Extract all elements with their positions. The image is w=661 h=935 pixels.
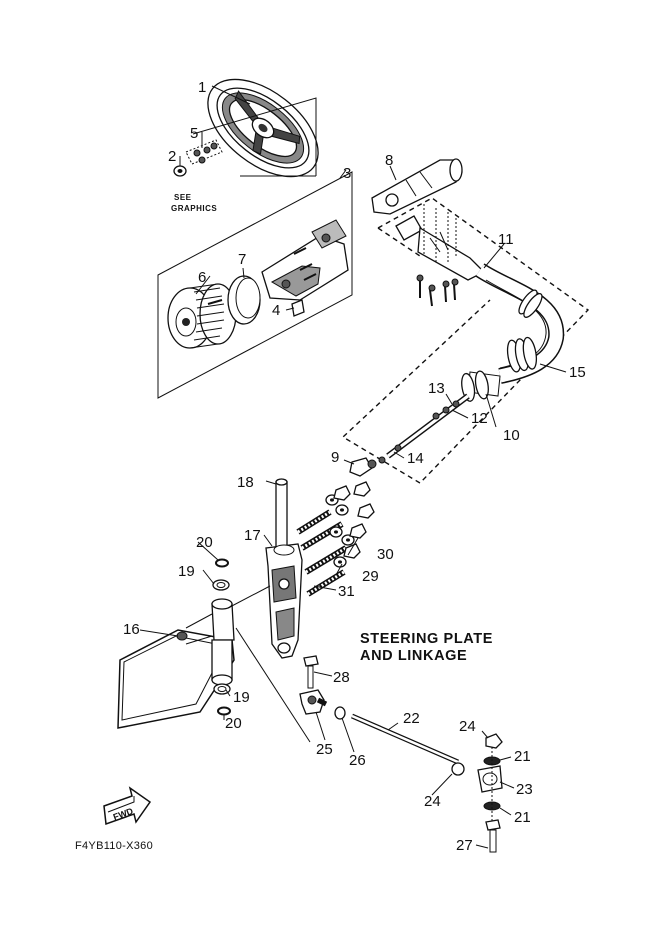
drawing-code: F4YB110-X360 [75, 840, 153, 852]
callout-17: 17 [244, 527, 261, 544]
callout-4: 4 [272, 302, 280, 319]
helm-unit [167, 219, 349, 349]
callout-8: 8 [385, 152, 393, 169]
linkage-rod [299, 689, 465, 776]
steering-cable [349, 204, 565, 477]
see-text: SEE [174, 193, 192, 202]
callout-15: 15 [569, 364, 586, 381]
bolt-28 [303, 655, 319, 689]
callout-21b: 21 [514, 809, 531, 826]
steering-arm [265, 478, 303, 659]
helm-frame [157, 171, 353, 399]
callout-30: 30 [377, 546, 394, 563]
forward-arrow-icon: FWD [103, 786, 152, 826]
cable-end [371, 158, 463, 215]
rod-end [477, 733, 503, 853]
callout-20a: 20 [196, 534, 213, 551]
callout-18: 18 [237, 474, 254, 491]
callout-27: 27 [456, 837, 473, 854]
callout-25: 25 [316, 741, 333, 758]
callout-9: 9 [331, 449, 339, 466]
leader-lines [139, 85, 567, 849]
diagram-title-line1: STEERING PLATE [360, 631, 493, 647]
callout-6: 6 [198, 269, 206, 286]
callout-10: 10 [503, 427, 520, 444]
callout-24a: 24 [459, 718, 476, 735]
callout-11: 11 [498, 231, 514, 248]
callout-19a: 19 [178, 563, 195, 580]
callout-labels: 1 5 2 SEE GRAPHICS 3 8 11 7 6 4 15 13 12… [75, 79, 586, 854]
washers-19-20 [212, 558, 231, 716]
callout-1: 1 [198, 79, 206, 96]
studs [296, 509, 348, 597]
callout-12: 12 [471, 410, 488, 427]
callout-3: 3 [343, 165, 351, 182]
callout-28: 28 [333, 669, 350, 686]
callout-13: 13 [428, 380, 445, 397]
callout-20b: 20 [225, 715, 242, 732]
callout-31: 31 [338, 583, 355, 600]
callout-26: 26 [349, 752, 366, 769]
callout-5: 5 [190, 125, 198, 142]
nut-washer-kit [173, 139, 223, 177]
callout-19b: 19 [233, 689, 250, 706]
callout-7: 7 [238, 251, 246, 268]
diagram-title-line2: AND LINKAGE [360, 648, 467, 664]
washers-and-nuts [325, 481, 375, 568]
callout-23: 23 [516, 781, 533, 798]
callout-16: 16 [123, 621, 140, 638]
callout-14: 14 [407, 450, 424, 467]
graphics-text: GRAPHICS [171, 204, 217, 213]
callout-24b: 24 [424, 793, 441, 810]
callout-29: 29 [362, 568, 379, 585]
steering-plate [117, 598, 235, 729]
callout-22: 22 [403, 710, 420, 727]
callout-2: 2 [168, 148, 176, 165]
callout-21a: 21 [514, 748, 531, 765]
